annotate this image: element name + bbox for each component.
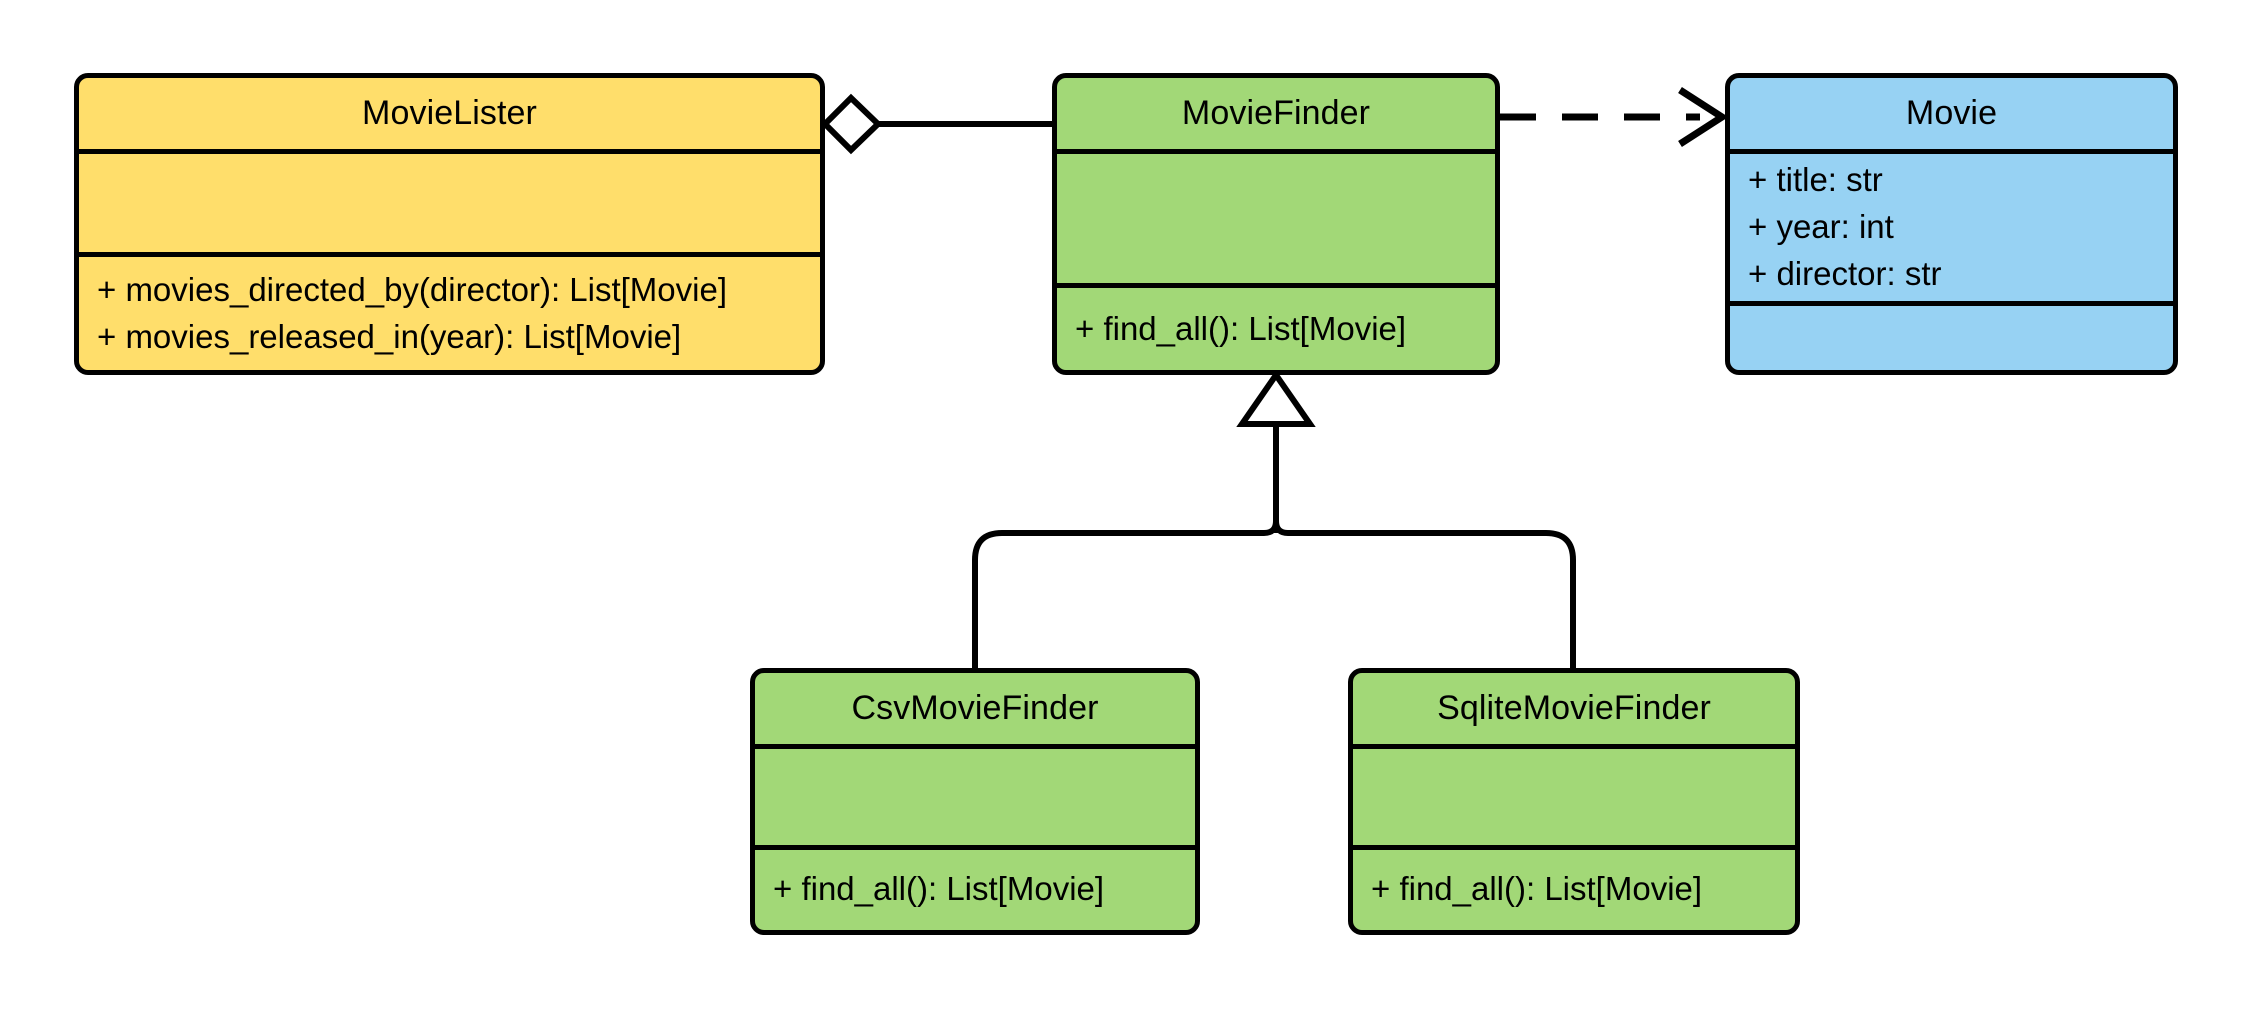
- generalization-branch-sqlite: [1273, 518, 1576, 668]
- attribute-line: + title: str: [1748, 161, 1883, 199]
- class-operations-compartment: + movies_directed_by(director): List[Mov…: [79, 252, 820, 370]
- operation-line: + movies_directed_by(director): List[Mov…: [97, 270, 727, 308]
- hollow-triangle-icon: [1236, 369, 1316, 427]
- class-name-label: MovieFinder: [1181, 93, 1371, 132]
- class-box-movie-lister[interactable]: MovieLister + movies_directed_by(directo…: [74, 73, 825, 375]
- attribute-line: + director: str: [1748, 254, 1942, 292]
- dependency-edge-moviefinder-movie: [1500, 87, 1729, 147]
- class-operations-compartment: + find_all(): List[Movie]: [1353, 844, 1795, 930]
- class-attributes-compartment: [79, 148, 820, 252]
- generalization-branch-csv: [972, 518, 1279, 668]
- class-name-compartment: Movie: [1730, 78, 2173, 149]
- class-name-compartment: MovieFinder: [1057, 78, 1495, 149]
- class-name-compartment: SqliteMovieFinder: [1353, 673, 1795, 744]
- class-box-sqlite-movie-finder[interactable]: SqliteMovieFinder + find_all(): List[Mov…: [1348, 668, 1800, 935]
- class-name-label: Movie: [1905, 93, 1998, 132]
- class-name-label: SqliteMovieFinder: [1437, 688, 1711, 727]
- operation-line: + find_all(): List[Movie]: [773, 870, 1105, 908]
- class-operations-compartment: [1730, 301, 2173, 370]
- class-operations-compartment: + find_all(): List[Movie]: [1057, 283, 1495, 370]
- class-name-label: MovieLister: [362, 93, 537, 132]
- class-attributes-compartment: [1353, 743, 1795, 845]
- class-box-csv-movie-finder[interactable]: CsvMovieFinder + find_all(): List[Movie]: [750, 668, 1200, 935]
- hollow-diamond-icon: [820, 93, 883, 155]
- attribute-line: + year: int: [1748, 208, 1894, 246]
- class-name-compartment: MovieLister: [79, 78, 820, 149]
- class-name-compartment: CsvMovieFinder: [755, 673, 1195, 744]
- open-arrow-icon: [1678, 87, 1729, 147]
- operation-line: + find_all(): List[Movie]: [1075, 309, 1407, 347]
- generalization-edge-group: [972, 369, 1576, 668]
- class-operations-compartment: + find_all(): List[Movie]: [755, 844, 1195, 930]
- class-attributes-compartment: + title: str + year: int + director: str: [1730, 148, 2173, 301]
- class-attributes-compartment: [755, 743, 1195, 845]
- aggregation-edge-movielister-moviefinder: [820, 93, 1052, 155]
- class-attributes-compartment: [1057, 148, 1495, 284]
- class-box-movie[interactable]: Movie + title: str + year: int + directo…: [1725, 73, 2178, 375]
- operation-line: + movies_released_in(year): List[Movie]: [97, 317, 682, 355]
- class-name-label: CsvMovieFinder: [851, 688, 1099, 727]
- class-box-movie-finder[interactable]: MovieFinder + find_all(): List[Movie]: [1052, 73, 1500, 375]
- operation-line: + find_all(): List[Movie]: [1371, 870, 1703, 908]
